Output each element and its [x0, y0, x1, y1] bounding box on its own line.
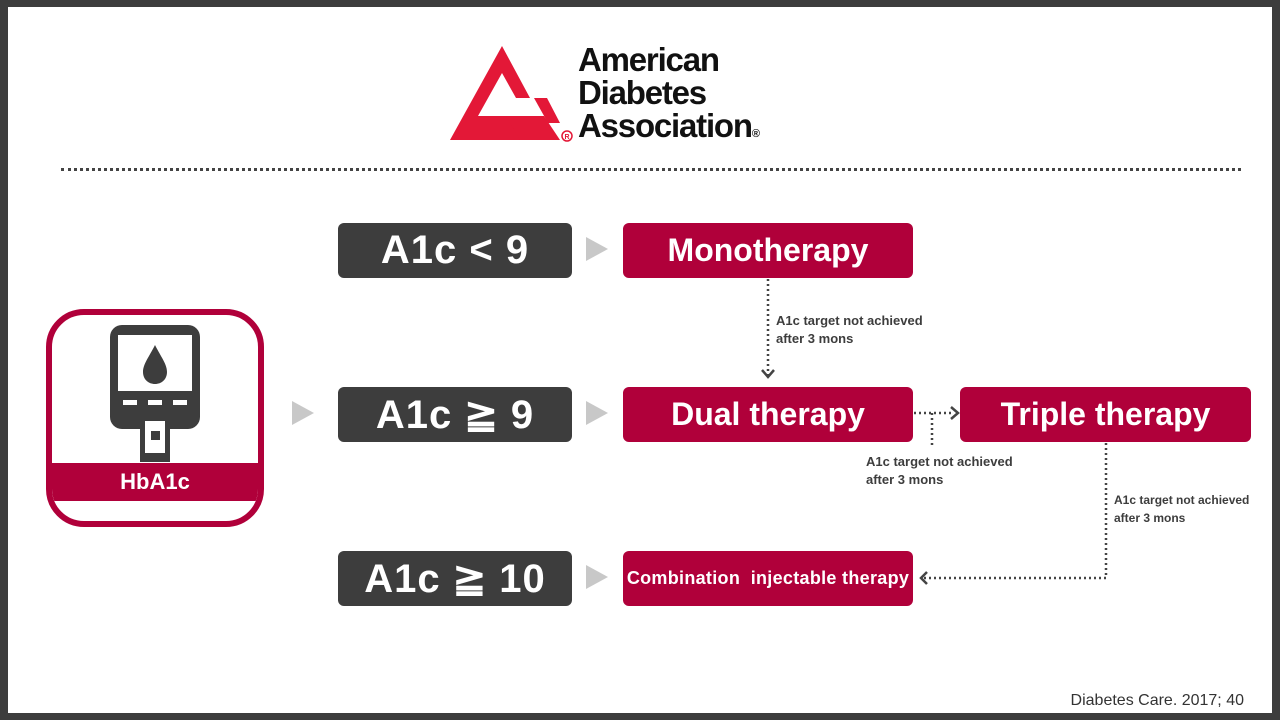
note-mono-to-dual-line2: after 3 mons [776, 331, 854, 346]
connector-lines [761, 279, 1108, 585]
note-dual-to-triple: A1c target not achieved after 3 mons [866, 453, 1013, 489]
note-mono-to-dual-line1: A1c target not achieved [776, 313, 923, 328]
note-mono-to-dual: A1c target not achieved after 3 mons [776, 312, 923, 348]
citation: Diabetes Care. 2017; 40 [1070, 692, 1244, 709]
therapy-mono: Monotherapy [623, 223, 913, 278]
note-triple-to-combination-line1: A1c target not achieved [1114, 493, 1250, 507]
note-dual-to-triple-line1: A1c target not achieved [866, 454, 1013, 469]
registered-mark: ® [751, 128, 760, 140]
condition-a1c-under-9: A1c < 9 [338, 223, 572, 278]
condition-high-label: A1c ≧ 10 [364, 556, 546, 601]
condition-a1c-10-plus: A1c ≧ 10 [338, 551, 572, 606]
connector-triple-to-combination [921, 443, 1108, 580]
ada-wordmark: American Diabetes Association® [578, 43, 760, 151]
condition-a1c-9-plus: A1c ≧ 9 [338, 387, 572, 442]
glucose-meter-icon [110, 325, 200, 462]
logo-line-1: American [578, 41, 720, 78]
dotted-separator [61, 168, 1241, 171]
hba1c-device-card: HbA1c [46, 309, 264, 527]
arrow-high-to-combination-icon [586, 565, 608, 589]
therapy-triple: Triple therapy [960, 387, 1251, 442]
ada-triangle-logo-icon: R [450, 46, 573, 142]
therapy-dual-label: Dual therapy [671, 396, 865, 432]
therapy-combination-injectable: Combination injectable therapy [623, 551, 913, 606]
arrow-mid-to-dual-icon [586, 401, 608, 425]
therapy-mono-label: Monotherapy [667, 232, 869, 268]
note-dual-to-triple-line2: after 3 mons [866, 472, 944, 487]
therapy-dual: Dual therapy [623, 387, 913, 442]
therapy-combination-label: Combination injectable therapy [626, 568, 910, 588]
logo-line-3: Association [578, 107, 753, 144]
arrow-low-to-mono-icon [586, 237, 608, 261]
logo-line-2: Diabetes [578, 74, 707, 111]
arrow-device-to-mid-icon [292, 401, 314, 425]
ada-logo: R American Diabetes Association® [448, 43, 808, 145]
note-triple-to-combination-line2: after 3 mons [1114, 511, 1186, 525]
hba1c-label: HbA1c [52, 463, 258, 501]
note-triple-to-combination: A1c target not achieved after 3 mons [1114, 491, 1249, 527]
condition-low-label: A1c < 9 [380, 228, 530, 272]
therapy-triple-label: Triple therapy [1000, 396, 1211, 432]
condition-mid-label: A1c ≧ 9 [375, 392, 535, 437]
svg-text:R: R [564, 134, 569, 141]
